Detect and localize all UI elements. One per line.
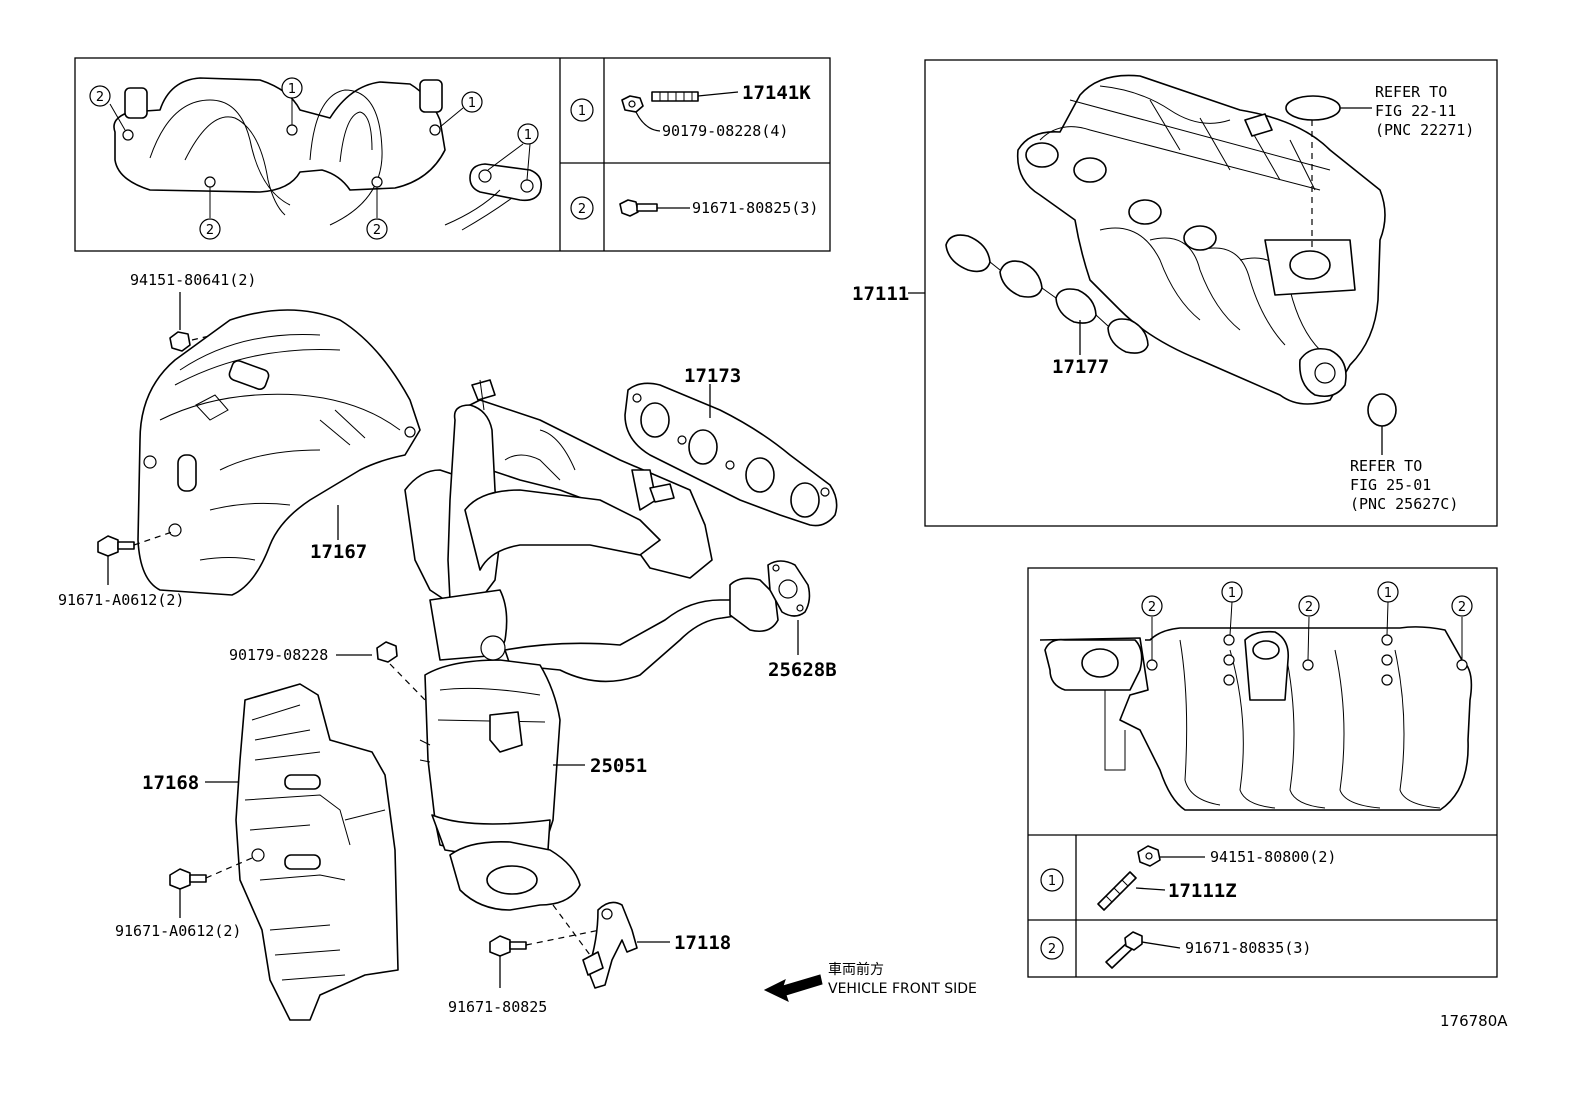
- row-marker-2: [570, 196, 594, 220]
- label-91671-80825-3: 91671-80825(3): [692, 199, 818, 217]
- front-note-en: VEHICLE FRONT SIDE: [828, 981, 977, 997]
- label-91671-80835-3: 91671-80835(3): [1185, 939, 1311, 957]
- label-17111z: 17111Z: [1168, 880, 1237, 902]
- row-marker-2-text: 2: [1048, 942, 1056, 957]
- label-17167: 17167: [310, 541, 367, 563]
- row-marker-1-text: 1: [1048, 874, 1056, 889]
- row-marker-1: [570, 98, 594, 122]
- bracket-17118: [582, 901, 638, 989]
- front-note-jp: 車両前方: [828, 961, 884, 978]
- bolt-icon: [619, 199, 658, 217]
- marker-2-text: 2: [373, 223, 381, 238]
- label-94151-80800-2: 94151-80800(2): [1210, 848, 1336, 866]
- marker-circles-bottom-right: 2 1 2 1 2: [1141, 581, 1473, 661]
- refer-b-line2: FIG 25-01: [1350, 476, 1431, 494]
- stud-bolt-icon: [651, 91, 699, 102]
- row-marker-1: [1040, 868, 1064, 892]
- refer-b-line1: REFER TO: [1350, 457, 1422, 475]
- label-91671-a0612-2-upper: 91671-A0612(2): [58, 591, 184, 609]
- refer-a-line3: (PNC 22271): [1375, 121, 1474, 139]
- bolt-icon-left-upper: [97, 535, 135, 557]
- label-91671-80825: 91671-80825: [448, 998, 547, 1016]
- row-marker-2: [1040, 936, 1064, 960]
- label-17141k: 17141K: [742, 82, 811, 104]
- marker-1-text: 1: [1228, 586, 1236, 601]
- label-90179-08228-4: 90179-08228(4): [662, 122, 788, 140]
- nut-icon: [621, 95, 644, 113]
- intake-manifold-box: 17111 REFER TO FIG 22-11: [852, 59, 1498, 527]
- stud-bolt-icon: [1097, 871, 1137, 911]
- bolt-icon: [1105, 931, 1143, 969]
- refer-a-line2: FIG 22-11: [1375, 102, 1456, 120]
- marker-circles-top-left: 2 1 1 2 2 1: [89, 77, 539, 240]
- exhaust-manifold-gasket-17173: [624, 382, 838, 527]
- label-17168: 17168: [142, 772, 199, 794]
- vehicle-front-note: 車両前方 VEHICLE FRONT SIDE: [763, 961, 977, 1002]
- exhaust-manifold-converter-25051: [404, 379, 779, 911]
- upper-heat-insulator-17167: [137, 309, 421, 596]
- intake-manifold-top-view: [1039, 626, 1473, 811]
- marker-2: [89, 85, 111, 107]
- intake-manifold-drawing: [1016, 74, 1386, 405]
- nut-icon: [376, 641, 398, 663]
- row-marker-1-text: 1: [578, 104, 586, 119]
- front-arrow-icon: [763, 974, 823, 1002]
- top-left-detail-box: 2 1 1 2 2 1 1 17141K: [74, 57, 831, 252]
- marker-2-text: 2: [1458, 600, 1466, 615]
- nut-icon: [1137, 845, 1161, 867]
- intake-bolt-detail-box: 2 1 2 1 2 1 94151-80800(2): [1027, 567, 1498, 978]
- marker-1-text: 1: [524, 128, 532, 143]
- marker-2-text: 2: [1305, 600, 1313, 615]
- marker-2-text: 2: [96, 90, 104, 105]
- nut-icon: [169, 331, 191, 352]
- exhaust-gasket-25628b: [767, 560, 811, 617]
- marker-1-text: 1: [468, 96, 476, 111]
- label-25628b: 25628B: [768, 659, 837, 681]
- row-marker-2-text: 2: [578, 202, 586, 217]
- bolt-icon-left-lower: [169, 868, 207, 890]
- label-17111: 17111: [852, 283, 909, 305]
- intake-gaskets: [945, 234, 1149, 354]
- o-ring-top: [1285, 95, 1341, 121]
- label-90179-08228: 90179-08228: [229, 646, 328, 664]
- marker-2-text: 2: [206, 223, 214, 238]
- o-ring-side: [1367, 393, 1397, 427]
- label-17118: 17118: [674, 932, 731, 954]
- marker-1-text: 1: [288, 82, 296, 97]
- lower-heat-insulator-17168: [235, 683, 399, 1021]
- label-94151-80641-2: 94151-80641(2): [130, 271, 256, 289]
- label-17173: 17173: [684, 365, 741, 387]
- label-91671-a0612-2-lower: 91671-A0612(2): [115, 922, 241, 940]
- refer-b-line3: (PNC 25627C): [1350, 495, 1458, 513]
- diagram-id: 176780A: [1440, 1012, 1508, 1030]
- marker-1-text: 1: [1384, 586, 1392, 601]
- marker-2-text: 2: [1148, 600, 1156, 615]
- label-25051: 25051: [590, 755, 647, 777]
- bolt-icon-bottom: [489, 935, 527, 957]
- refer-a-line1: REFER TO: [1375, 83, 1447, 101]
- exhaust-manifold-flange-sketch: [113, 77, 543, 231]
- label-17177: 17177: [1052, 356, 1109, 378]
